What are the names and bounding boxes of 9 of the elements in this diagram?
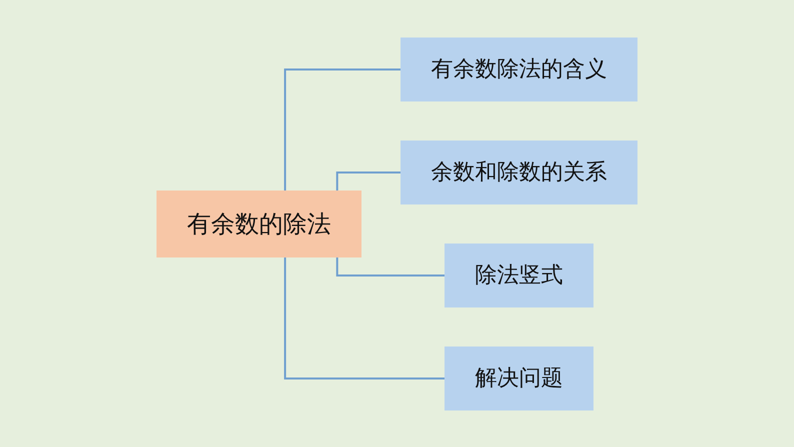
connector	[336, 256, 445, 276]
node-box: 有余数的除法	[156, 190, 362, 257]
connector	[284, 68, 401, 190]
node-box: 除法竖式	[444, 243, 594, 307]
node-box: 有余数除法的含义	[400, 37, 638, 101]
node-box: 余数和除数的关系	[400, 140, 638, 204]
connector	[284, 256, 445, 379]
connector	[336, 171, 401, 190]
node-box: 解决问题	[444, 346, 594, 410]
